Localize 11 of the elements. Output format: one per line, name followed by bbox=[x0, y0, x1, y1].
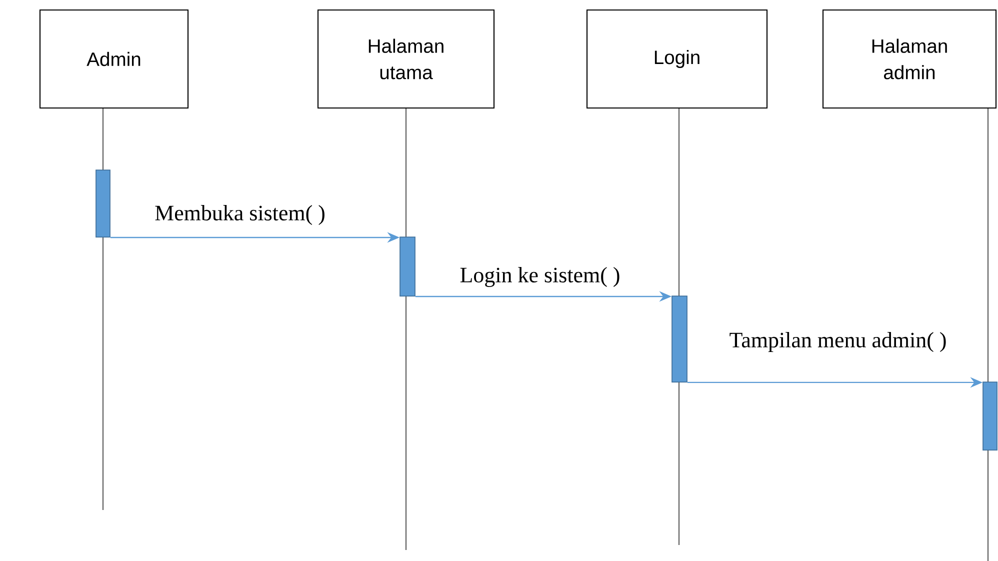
participant-box: Login bbox=[586, 9, 768, 109]
activation-bar bbox=[400, 236, 416, 296]
activation-bar bbox=[672, 296, 688, 382]
message-label: Tampilan menu admin( ) bbox=[730, 332, 946, 352]
activation-bar bbox=[982, 382, 998, 450]
message-label: Login ke sistem( ) bbox=[460, 267, 620, 287]
activation-bar bbox=[96, 170, 110, 238]
participant-box: Halaman utama bbox=[317, 9, 495, 109]
participant-box: Admin bbox=[39, 9, 189, 109]
participant-box: Halaman admin bbox=[822, 9, 997, 109]
message-label: Membuka sistem( ) bbox=[155, 205, 324, 225]
